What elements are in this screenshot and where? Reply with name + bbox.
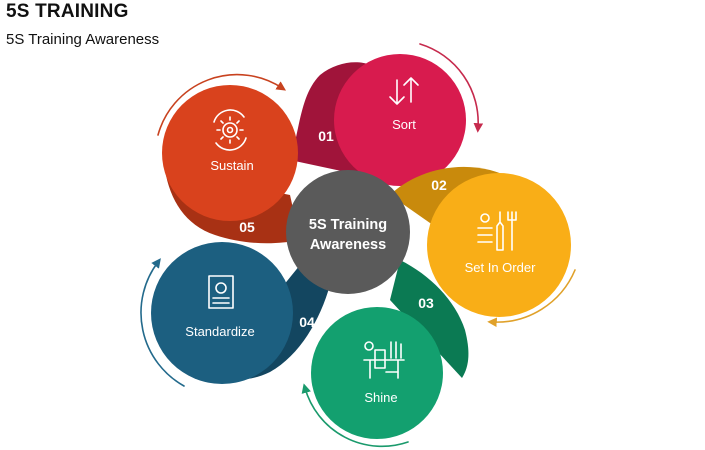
certificate-icon [208,275,234,309]
cycle-arrow-set-in-order [487,269,576,328]
step-sort: 01 Sort [290,43,484,186]
gear-cycle-icon [213,109,247,151]
step-label-shine: Shine [364,390,397,405]
sustain-circle [162,85,298,221]
tools-icon [477,211,517,251]
step-number-04: 04 [299,314,315,330]
step-number-01: 01 [318,128,334,144]
clean-desk-icon [363,341,405,379]
step-label-sort: Sort [392,117,416,132]
up-down-arrows-icon [389,77,419,105]
cycle-arrow-sort [419,43,484,133]
step-label-sustain: Sustain [210,158,253,173]
sort-circle [334,54,466,186]
step-number-05: 05 [239,219,255,235]
step-number-03: 03 [418,295,434,311]
center-label-line2: Awareness [310,237,386,253]
step-standardize: 04 Standardize [140,242,330,387]
step-label-set-in-order: Set In Order [465,260,536,275]
cycle-arrow-standardize [140,258,185,387]
step-set-in-order: 02 Set In Order [390,166,576,328]
standardize-circle [151,242,293,384]
cycle-arrow-shine [301,383,409,448]
shine-circle [311,307,443,439]
step-sustain: 05 Sustain [157,73,300,244]
center-hub: 5S Training Awareness [286,170,410,294]
step-label-standardize: Standardize [185,324,254,339]
set-in-order-circle [427,173,571,317]
page-subtitle: 5S Training Awareness [6,31,160,48]
step-shine: 03 Shine [301,260,469,448]
center-circle [286,170,410,294]
cycle-arrow-sustain [157,73,287,136]
center-label-line1: 5S Training [309,217,387,233]
step-number-02: 02 [431,177,447,193]
page-title: 5S TRAINING [6,1,129,22]
